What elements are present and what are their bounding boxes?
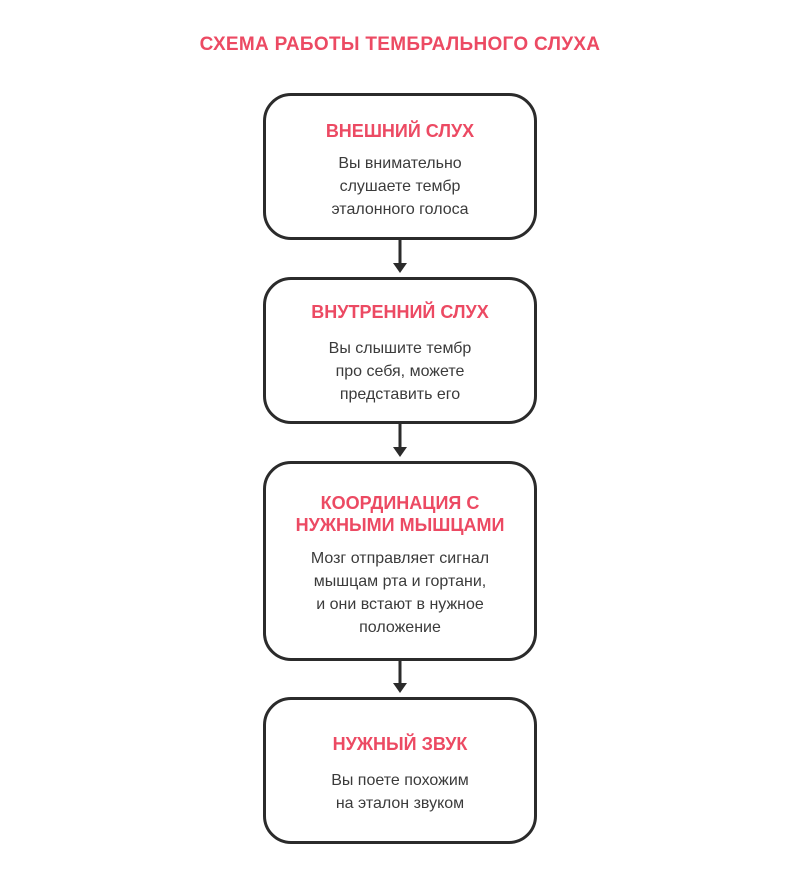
step-title: КООРДИНАЦИЯ С НУЖНЫМИ МЫШЦАМИ	[295, 493, 505, 535]
step-title: ВНУТРЕННИЙ СЛУХ	[311, 302, 489, 322]
step-box-correct-sound: НУЖНЫЙ ЗВУК Вы поете похожим на эталон з…	[263, 697, 537, 844]
step-box-internal-hearing: ВНУТРЕННИЙ СЛУХ Вы слышите тембр про себ…	[263, 277, 537, 424]
step-description: Вы внимательно слушаете тембр эталонного…	[331, 155, 469, 218]
step-description: Вы поете похожим на эталон звуком	[331, 772, 469, 812]
step-description: Мозг отправляет сигнал мышцам рта и горт…	[310, 550, 490, 636]
step-title: НУЖНЫЙ ЗВУК	[332, 734, 468, 754]
step-box-external-hearing: ВНЕШНИЙ СЛУХ Вы внимательно слушаете тем…	[263, 93, 537, 240]
down-arrow-icon	[388, 424, 412, 461]
step-title: ВНЕШНИЙ СЛУХ	[325, 121, 475, 141]
down-arrow-icon	[388, 240, 412, 277]
step-box-muscle-coordination: КООРДИНАЦИЯ С НУЖНЫМИ МЫШЦАМИ Мозг отпра…	[263, 461, 537, 661]
down-arrow-icon	[388, 661, 412, 697]
diagram-title: СХЕМА РАБОТЫ ТЕМБРАЛЬНОГО СЛУХА	[199, 34, 601, 55]
step-description: Вы слышите тембр про себя, можете предст…	[328, 340, 472, 403]
